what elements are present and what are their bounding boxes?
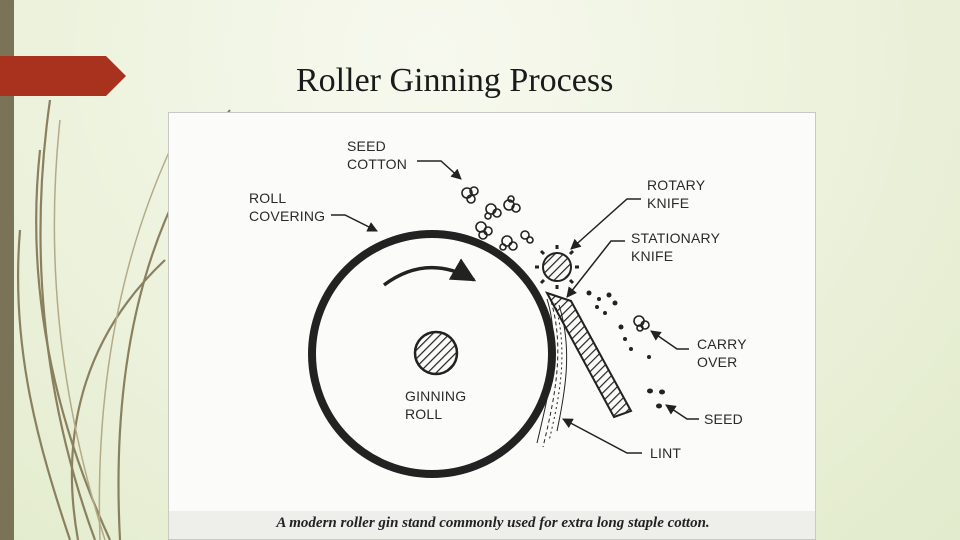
rotary-knife xyxy=(535,245,579,289)
label-ginning-roll-2: ROLL xyxy=(405,406,442,422)
carry-over-particles xyxy=(586,290,651,359)
roll-shaft xyxy=(413,330,459,376)
slide-title: Roller Ginning Process xyxy=(296,62,614,99)
decorative-grass xyxy=(16,99,231,540)
lint-strands xyxy=(536,298,568,448)
ginning-roll-circle xyxy=(308,230,556,478)
stationary-knife xyxy=(544,291,633,419)
label-rotary-knife-1: ROTARY xyxy=(647,177,706,193)
label-carry-over-2: OVER xyxy=(697,354,737,370)
label-stationary-knife-2: KNIFE xyxy=(631,248,673,264)
roller-gin-diagram: SEED COTTON ROLL COVERING ROTARY KNIFE S… xyxy=(249,138,747,478)
label-seed-cotton-1: SEED xyxy=(347,138,386,154)
label-seed-cotton-2: COTTON xyxy=(347,156,407,172)
left-accent-bar xyxy=(0,0,14,540)
label-carry-over-1: CARRY xyxy=(697,336,747,352)
label-stationary-knife-1: STATIONARY xyxy=(631,230,721,246)
roller-gin-figure: SEED COTTON ROLL COVERING ROTARY KNIFE S… xyxy=(168,112,816,540)
label-roll-covering-2: COVERING xyxy=(249,208,325,224)
label-lint: LINT xyxy=(650,445,681,461)
seed-particles xyxy=(647,388,665,409)
seed-cotton-tufts xyxy=(461,186,650,332)
caption-strip xyxy=(169,511,815,539)
figure-caption: A modern roller gin stand commonly used … xyxy=(276,515,710,531)
label-seed: SEED xyxy=(704,411,743,427)
label-roll-covering-1: ROLL xyxy=(249,190,286,206)
rotation-arrow xyxy=(382,258,477,287)
callout-lines xyxy=(331,160,699,454)
label-ginning-roll-1: GINNING xyxy=(405,388,466,404)
title-arrow-shape xyxy=(0,56,126,96)
label-rotary-knife-2: KNIFE xyxy=(647,195,689,211)
